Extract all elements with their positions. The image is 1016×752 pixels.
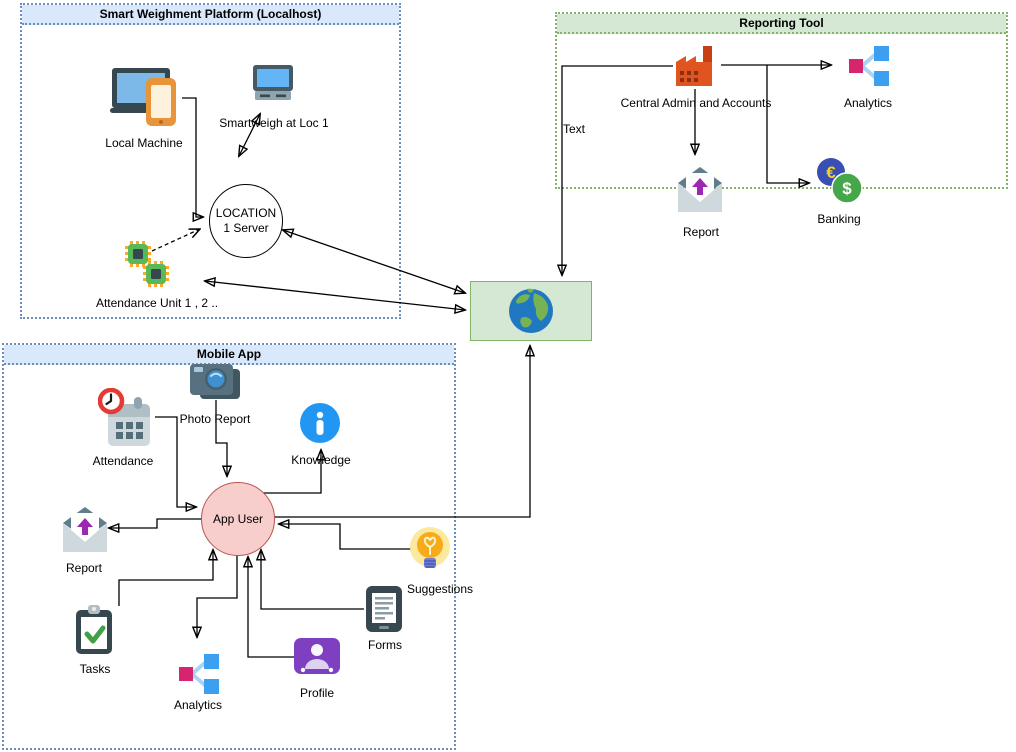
edge-forms-appuser	[261, 550, 364, 610]
location-server-node: LOCATION 1 Server	[209, 184, 283, 258]
label-rt-report: Report	[682, 225, 720, 239]
analytics-icon	[179, 654, 219, 694]
label-forms: Forms	[368, 638, 402, 652]
label-local-machine: Local Machine	[105, 136, 183, 150]
label-attendance: Attendance	[92, 454, 154, 468]
location-server-line1: LOCATION	[215, 206, 277, 220]
label-photo-report: Photo Report	[179, 412, 251, 426]
group-reporting-tool: Reporting Tool	[555, 12, 1008, 189]
analytics-icon	[849, 46, 889, 86]
group-title-reporting-tool: Reporting Tool	[557, 14, 1006, 34]
banking-coins-icon: € $	[817, 158, 863, 204]
app-user-label: App User	[212, 511, 264, 526]
edge-appuser-knowledge	[262, 450, 321, 494]
globe-icon	[509, 288, 553, 333]
label-smartweigh: Smartweigh at Loc 1	[219, 116, 329, 130]
camera-icon	[190, 364, 240, 399]
edge-suggestions-appuser	[279, 524, 411, 550]
edge-server-internet	[283, 230, 465, 293]
app-user-node: App User	[201, 482, 275, 556]
group-smart-weighment-platform: Smart Weighment Platform (Localhost)	[20, 3, 401, 319]
edge-camera-appuser	[215, 400, 227, 476]
tablet-forms-icon	[366, 586, 402, 632]
edge-attendanceunit-internet	[205, 281, 465, 310]
mail-report-icon	[63, 507, 107, 552]
svg-text:€: €	[826, 163, 836, 182]
internet-hub-node	[470, 281, 592, 341]
edge-label-text: Text	[563, 122, 586, 136]
label-attendance-unit: Attendance Unit 1 , 2 ..	[95, 296, 219, 310]
label-ma-analytics: Analytics	[173, 698, 223, 712]
label-tasks: Tasks	[79, 662, 111, 676]
info-icon	[300, 403, 340, 443]
label-central-admin: Central Admin and Accounts	[620, 96, 772, 110]
desktop-terminal-icon	[253, 65, 293, 100]
edge-attendanceunit-server	[151, 229, 200, 252]
edge-smartweigh-server	[239, 114, 260, 156]
edge-centraladmin-internet	[562, 65, 673, 275]
edge-localmachine-server	[182, 97, 203, 217]
label-knowledge: Knowledge	[291, 453, 351, 467]
label-rt-analytics: Analytics	[843, 96, 893, 110]
edge-appuser-analytics	[197, 555, 238, 637]
user-profile-icon	[294, 638, 340, 674]
label-profile: Profile	[299, 686, 335, 700]
label-ma-report: Report	[65, 561, 103, 575]
edge-profile-appuser	[248, 557, 296, 658]
laptop-phone-icon	[110, 68, 176, 126]
edge-centraladmin-banking	[766, 65, 809, 183]
edge-appuser-report	[109, 518, 201, 528]
label-suggestions: Suggestions	[406, 582, 474, 596]
edge-tasks-appuser	[118, 550, 213, 606]
calendar-clock-icon	[98, 388, 150, 446]
group-title-smart-weighment: Smart Weighment Platform (Localhost)	[22, 5, 399, 25]
clipboard-check-icon	[76, 605, 112, 654]
lightbulb-icon	[410, 527, 450, 568]
location-server-line2: 1 Server	[223, 221, 269, 235]
chip-icon	[125, 241, 169, 287]
factory-icon	[676, 46, 712, 86]
edge-appuser-internet	[273, 346, 530, 518]
label-banking: Banking	[817, 212, 861, 226]
edge-attendance-appuser	[155, 416, 196, 507]
svg-text:$: $	[842, 179, 852, 198]
mail-report-icon	[678, 167, 722, 212]
